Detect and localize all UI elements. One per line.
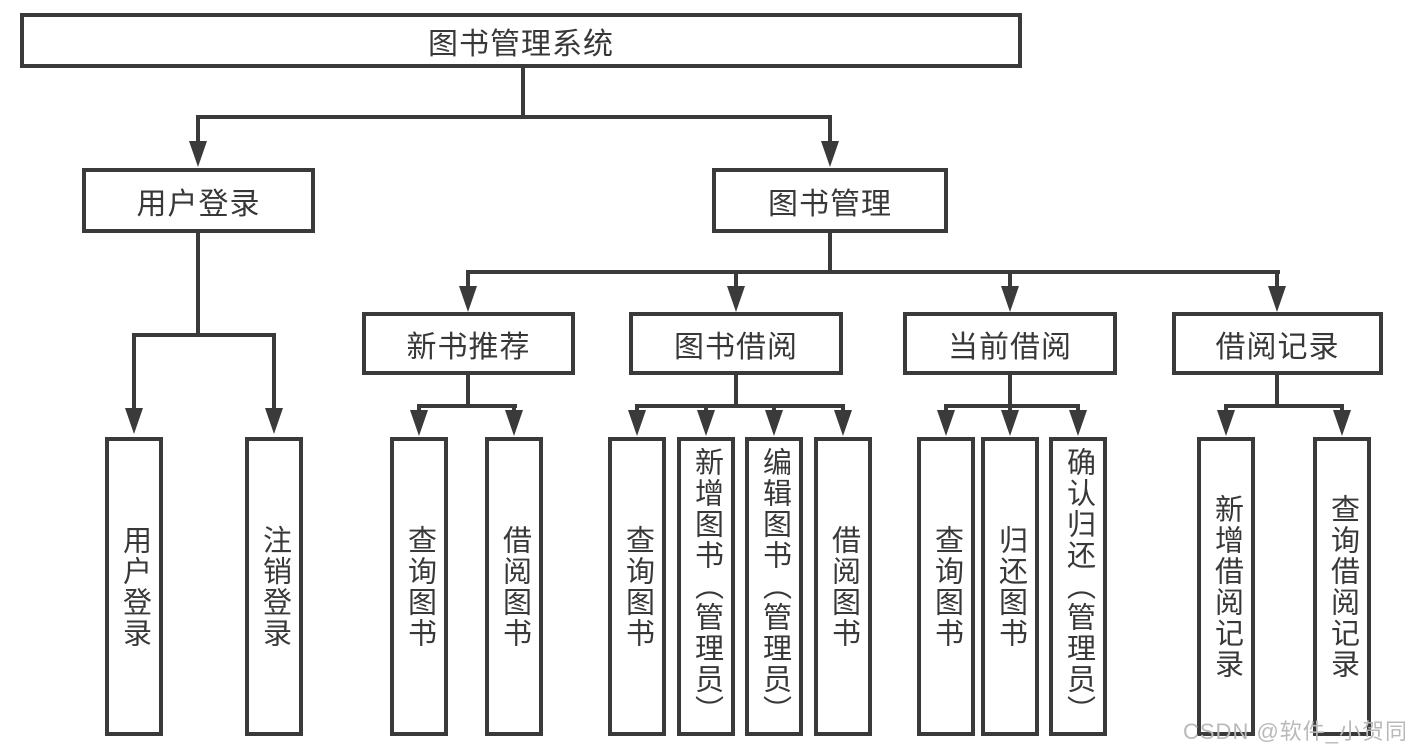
connector-line xyxy=(466,375,470,408)
node-label: 借阅图书 xyxy=(827,524,860,649)
connector-line xyxy=(841,404,845,414)
connector-line xyxy=(704,404,708,414)
node-label: 注销登录 xyxy=(258,524,291,649)
arrow-down-icon xyxy=(834,410,852,436)
connector-line xyxy=(512,404,516,414)
connector-line xyxy=(466,270,470,288)
node-book-management-branch: 图书管理 xyxy=(712,168,948,233)
node-label: 归还图书 xyxy=(994,524,1027,649)
connector-line xyxy=(635,404,639,414)
arrow-down-icon xyxy=(459,286,477,312)
arrow-down-icon xyxy=(697,410,715,436)
arrow-down-icon xyxy=(505,410,523,436)
connector-line xyxy=(772,404,776,414)
node-confirm-return-admin: 确认归还（管理员） xyxy=(1049,437,1107,736)
node-label: 用户登录 xyxy=(118,524,151,649)
arrow-down-icon xyxy=(628,410,646,436)
node-label: 新增图书（管理员） xyxy=(690,447,723,726)
node-new-book-recommendation: 新书推荐 xyxy=(362,312,575,375)
node-label: 新书推荐 xyxy=(406,330,531,364)
node-label: 编辑图书（管理员） xyxy=(758,447,791,726)
node-query-books-recommend: 查询图书 xyxy=(390,437,448,736)
node-borrow-books: 借阅图书 xyxy=(814,437,872,736)
connector-line xyxy=(1275,270,1279,288)
node-add-books-admin: 新增图书（管理员） xyxy=(677,437,735,736)
node-label: 借阅记录 xyxy=(1215,330,1340,364)
node-label: 用户登录 xyxy=(136,187,261,221)
connector-line xyxy=(521,68,525,119)
node-add-borrow-record: 新增借阅记录 xyxy=(1197,437,1255,736)
node-user-login-branch: 用户登录 xyxy=(82,168,315,233)
arrow-down-icon xyxy=(189,141,207,167)
connector-line xyxy=(944,404,1080,408)
connector-line xyxy=(1008,270,1012,288)
connector-line xyxy=(635,404,845,408)
connector-line xyxy=(1008,375,1012,408)
arrow-down-icon xyxy=(1069,410,1087,436)
arrow-down-icon xyxy=(727,286,745,312)
arrow-down-icon xyxy=(265,408,283,434)
arrow-down-icon xyxy=(125,408,143,434)
connector-line xyxy=(1008,404,1012,414)
node-label: 图书管理 xyxy=(768,187,892,221)
node-query-books-borrowing: 查询图书 xyxy=(608,437,666,736)
connector-line xyxy=(196,115,200,143)
connector-line xyxy=(196,115,832,119)
arrow-down-icon xyxy=(1217,410,1235,436)
node-logout: 注销登录 xyxy=(245,437,303,736)
arrow-down-icon xyxy=(1333,410,1351,436)
arrow-down-icon xyxy=(937,410,955,436)
connector-line xyxy=(196,233,200,337)
connector-line xyxy=(272,333,276,410)
connector-line xyxy=(132,333,136,410)
node-query-books-current: 查询图书 xyxy=(917,437,975,736)
node-label: 确认归还（管理员） xyxy=(1062,447,1095,726)
node-label: 查询图书 xyxy=(403,524,436,649)
connector-line xyxy=(417,404,421,414)
node-label: 当前借阅 xyxy=(948,330,1072,364)
node-label: 借阅图书 xyxy=(498,524,531,649)
connector-line xyxy=(944,404,948,414)
connector-line xyxy=(417,404,517,408)
arrow-down-icon xyxy=(1268,286,1286,312)
arrow-down-icon xyxy=(1001,410,1019,436)
node-label: 查询图书 xyxy=(621,524,654,649)
connector-line xyxy=(1076,404,1080,414)
node-return-books: 归还图书 xyxy=(981,437,1039,736)
node-query-borrow-record: 查询借阅记录 xyxy=(1313,437,1371,736)
connector-line xyxy=(132,333,276,337)
node-label: 新增借阅记录 xyxy=(1210,493,1243,680)
connector-line xyxy=(734,375,738,408)
connector-line xyxy=(734,270,738,288)
connector-line xyxy=(1224,404,1344,408)
node-borrowing-records: 借阅记录 xyxy=(1172,312,1383,375)
connector-line xyxy=(1224,404,1228,414)
node-borrow-books-recommend: 借阅图书 xyxy=(485,437,543,736)
node-label: 查询图书 xyxy=(930,524,963,649)
arrow-down-icon xyxy=(765,410,783,436)
node-current-borrowing: 当前借阅 xyxy=(903,312,1117,375)
node-library-management-system: 图书管理系统 xyxy=(20,13,1022,68)
arrow-down-icon xyxy=(1001,286,1019,312)
connector-line xyxy=(828,115,832,143)
node-user-login: 用户登录 xyxy=(105,437,163,736)
node-book-borrowing: 图书借阅 xyxy=(629,312,843,375)
connector-line xyxy=(1340,404,1344,414)
arrow-down-icon xyxy=(821,141,839,167)
connector-line xyxy=(466,270,1280,274)
connector-line xyxy=(828,233,832,274)
node-label: 图书管理系统 xyxy=(428,27,614,61)
arrow-down-icon xyxy=(410,410,428,436)
csdn-watermark: CSDN @软件_小贺同学 xyxy=(1183,719,1405,744)
node-label: 查询借阅记录 xyxy=(1326,493,1359,680)
node-edit-books-admin: 编辑图书（管理员） xyxy=(745,437,803,736)
node-label: 图书借阅 xyxy=(674,330,798,364)
connector-line xyxy=(1275,375,1279,408)
